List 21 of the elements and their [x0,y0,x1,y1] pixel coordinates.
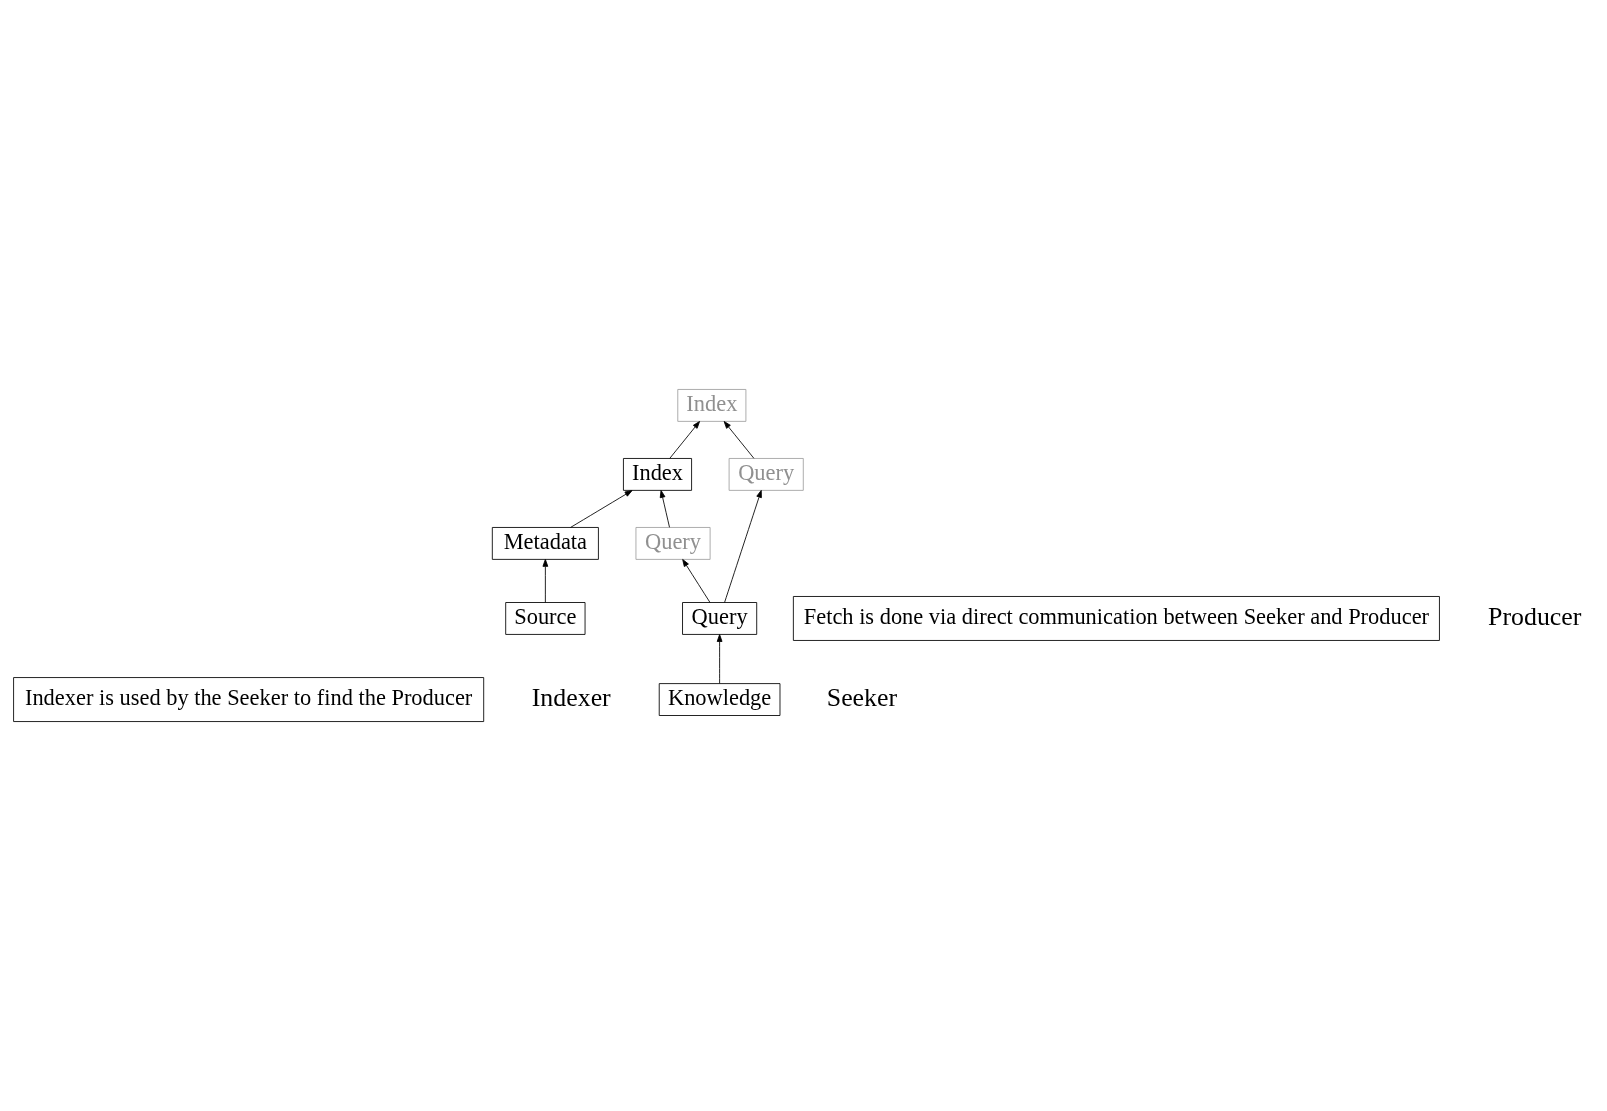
node-box: Query [635,527,711,560]
label: Seeker [826,683,898,713]
node-box: Query [682,602,758,635]
arrow [659,490,670,528]
node-box: Fetch is done via direct communication between Seeker and Producer [792,596,1440,641]
node-box: Indexer is used by the Seeker to find the Producer [13,677,485,722]
label: Indexer [531,683,611,713]
arrow [542,559,549,603]
node-box: Index [623,458,692,491]
arrow [723,421,755,459]
label: Producer [1488,601,1582,631]
arrow [570,490,633,528]
node-box: Index [677,389,747,422]
arrow [669,421,700,459]
node-box: Knowledge [658,683,781,716]
node-box: Metadata [491,527,599,560]
node-box: Source [505,602,586,635]
node-box: Query [728,458,804,491]
arrow [724,489,762,603]
arrow [716,634,723,684]
arrow [682,559,711,603]
